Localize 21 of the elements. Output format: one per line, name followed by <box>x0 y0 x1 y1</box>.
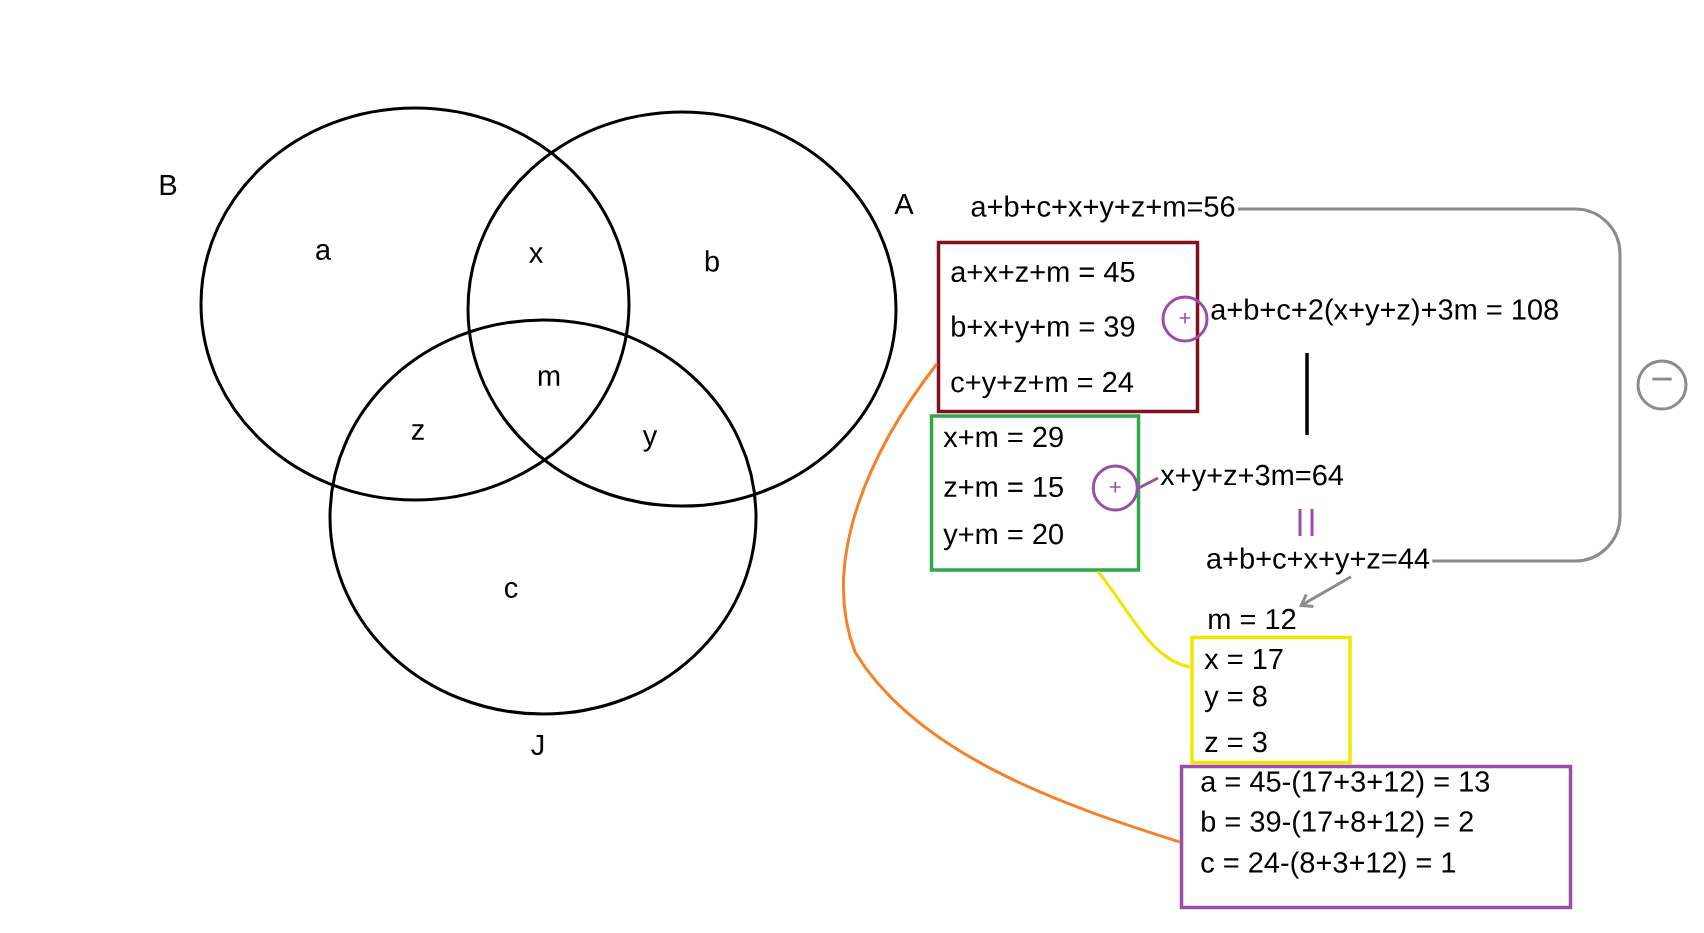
equation-text: a+b+c+2(x+y+z)+3m = 108 <box>1211 298 1558 326</box>
region-label: a <box>316 244 332 260</box>
equation-text: m = 12 <box>1209 608 1296 630</box>
connector <box>1237 207 1622 563</box>
connector <box>842 363 1181 844</box>
region-label: x <box>529 247 543 263</box>
equation-text: a+b+c+x+y+z+m=56 <box>971 195 1235 223</box>
equation-box: a = 45-(17+3+12) = 13 b = 39-(17+8+12) = 2 c = 24-(8+3+12) = 1 <box>1179 764 1573 910</box>
connector <box>1138 476 1159 490</box>
region-label: c <box>505 582 518 598</box>
node-label: J <box>531 734 544 756</box>
region-label: m <box>538 370 560 386</box>
connector <box>1298 575 1352 608</box>
region-label: b <box>705 250 719 272</box>
region-label: z <box>411 424 424 440</box>
node-label: A <box>894 194 914 214</box>
node-label: B <box>160 175 177 195</box>
connector <box>1096 570 1191 669</box>
equation-text: x+y+z+3m=64 <box>1160 464 1344 492</box>
region-label: y <box>642 430 658 452</box>
equation-text: a+b+c+x+y+z=44 <box>1207 547 1430 575</box>
